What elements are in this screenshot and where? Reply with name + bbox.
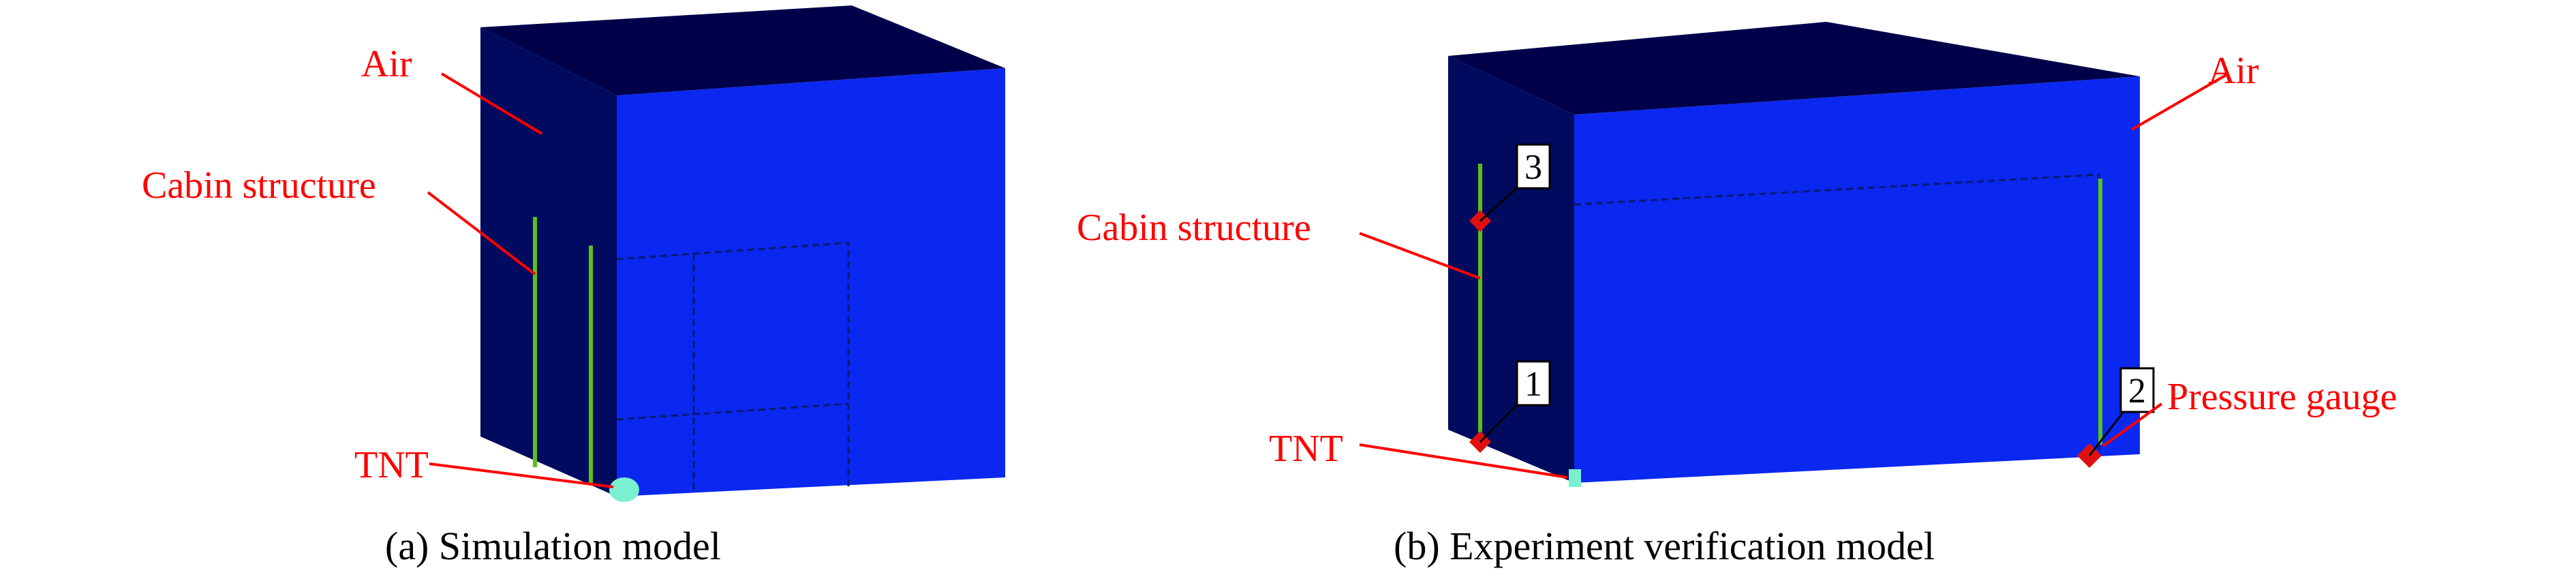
gauge-callout-2: 2 [2088,367,2155,456]
panel-caption: (a) Simulation model [385,524,721,568]
air-box-side-face [480,27,617,497]
pressure-gauge-label: Pressure gauge [2167,376,2397,418]
gauge-number: 2 [2128,372,2146,411]
gauge-callout-3: 3 [1479,143,1551,222]
air-box-top-face [1448,22,2140,115]
gauge-number: 3 [1524,148,1542,187]
air-label: Air [2208,50,2259,92]
air-label: Air [361,43,412,85]
air-box-front-face [617,68,1005,497]
gauge-callout-1: 1 [1479,360,1551,443]
tnt-charge [609,477,639,502]
cabin-structure-label: Cabin structure [142,164,376,207]
tnt-label: TNT [354,444,429,486]
cabin-structure-label: Cabin structure [1077,207,1311,249]
air-box-front-face [1574,76,2140,483]
tnt-charge [1569,469,1581,487]
tnt-label: TNT [1269,428,1343,470]
leader-lines [427,72,614,488]
cabin-outline [616,241,850,494]
leader-lines [1359,72,2230,479]
gauge-number: 1 [1524,365,1542,404]
air-box-side-face [1448,56,1574,483]
panel-caption: (b) Experiment verification model [1394,524,1935,568]
air-box-top-face [480,5,1005,95]
panel-b: 3 1 2 Air Cabin structure TNT Pressure g… [1077,22,2397,568]
panel-a: Air Cabin structure TNT (a) Simulation m… [142,5,1005,568]
